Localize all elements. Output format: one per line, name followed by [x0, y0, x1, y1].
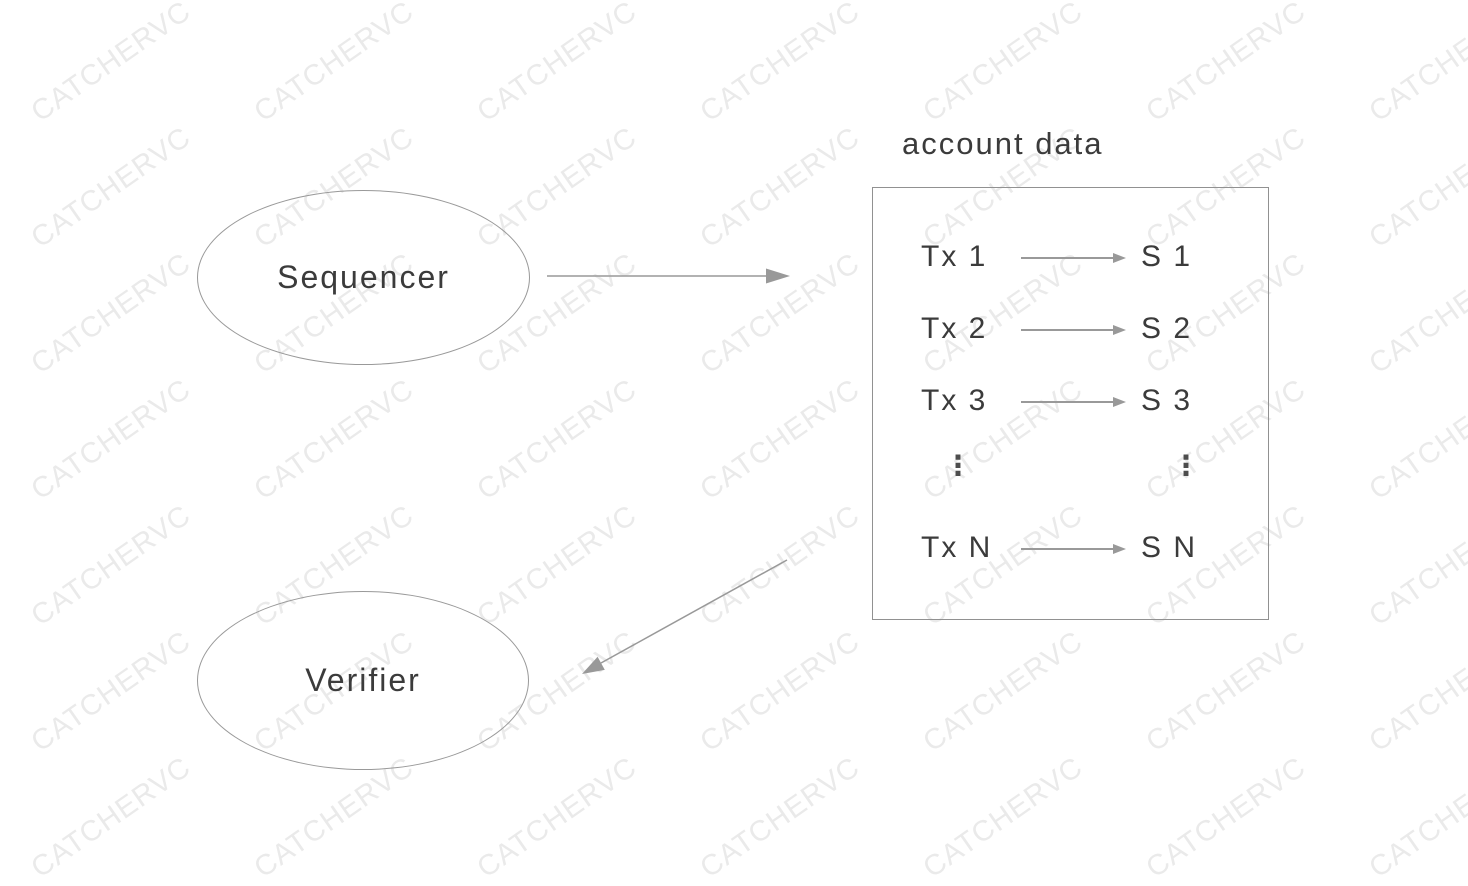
s-label: S N: [1141, 531, 1198, 564]
watermark-text: CATCHERVC: [1363, 499, 1468, 633]
watermark-text: CATCHERVC: [25, 625, 197, 759]
tx-label: Tx 2: [921, 312, 988, 345]
vertical-ellipsis: ⋮: [1172, 449, 1200, 482]
watermark-text: CATCHERVC: [25, 121, 197, 255]
watermark-text: CATCHERVC: [25, 499, 197, 633]
mapping-row: Tx 2 S 2: [921, 309, 1192, 349]
mapping-row: Tx N S N: [921, 528, 1197, 568]
watermark-text: CATCHERVC: [25, 247, 197, 381]
watermark-text: CATCHERVC: [1363, 0, 1468, 129]
mapping-row: Tx 1 S 1: [921, 237, 1192, 277]
watermark-text: CATCHERVC: [1140, 0, 1312, 129]
vertical-ellipsis: ⋮: [944, 449, 972, 482]
watermark-text: CATCHERVC: [694, 751, 866, 885]
sequencer-to-accountdata-arrow: [547, 268, 790, 284]
watermark-text: CATCHERVC: [694, 499, 866, 633]
s-label: S 1: [1141, 240, 1193, 273]
watermark-text: CATCHERVC: [917, 0, 1089, 129]
watermark-text: CATCHERVC: [1363, 625, 1468, 759]
watermark-text: CATCHERVC: [1363, 247, 1468, 381]
watermark-text: CATCHERVC: [694, 0, 866, 129]
watermark-text: CATCHERVC: [248, 0, 420, 129]
s-label: S 2: [1141, 312, 1193, 345]
watermark-text: CATCHERVC: [917, 751, 1089, 885]
watermark-text: CATCHERVC: [1140, 751, 1312, 885]
watermark-text: CATCHERVC: [917, 625, 1089, 759]
tx-to-s-arrow: [1021, 253, 1126, 262]
tx-to-s-arrow: [1021, 397, 1126, 406]
sequencer-node: Sequencer: [197, 190, 530, 365]
watermark-text: CATCHERVC: [248, 751, 420, 885]
watermark-text: CATCHERVC: [471, 0, 643, 129]
mapping-row: Tx 3 S 3: [921, 381, 1192, 421]
watermark-text: CATCHERVC: [694, 121, 866, 255]
s-label: S 3: [1141, 384, 1193, 417]
watermark-text: CATCHERVC: [25, 0, 197, 129]
accountdata-to-verifier-arrow: [582, 559, 788, 674]
tx-label: Tx 3: [921, 384, 988, 417]
account-data-title: account data: [902, 126, 1104, 161]
watermark-text: CATCHERVC: [471, 373, 643, 507]
tx-to-s-arrow: [1021, 544, 1126, 553]
watermark-text: CATCHERVC: [694, 625, 866, 759]
verifier-node: Verifier: [197, 591, 529, 770]
watermark-text: CATCHERVC: [694, 373, 866, 507]
tx-to-s-arrow: [1021, 325, 1126, 334]
sequencer-label: Sequencer: [277, 259, 450, 295]
watermark-text: CATCHERVC: [471, 751, 643, 885]
watermark-text: CATCHERVC: [694, 247, 866, 381]
watermark-text: CATCHERVC: [25, 373, 197, 507]
watermark-text: CATCHERVC: [248, 373, 420, 507]
watermark-text: CATCHERVC: [25, 751, 197, 885]
watermark-text: CATCHERVC: [1363, 751, 1468, 885]
watermark-text: CATCHERVC: [471, 499, 643, 633]
account-data-box: Tx 1 S 1 Tx 2 S 2 Tx 3 S 3 ⋮ ⋮ Tx N S N: [872, 187, 1269, 620]
watermark-text: CATCHERVC: [1140, 625, 1312, 759]
tx-label: Tx 1: [921, 240, 988, 273]
watermark-text: CATCHERVC: [1363, 373, 1468, 507]
verifier-label: Verifier: [305, 662, 421, 698]
tx-label: Tx N: [921, 531, 993, 564]
watermark-text: CATCHERVC: [1363, 121, 1468, 255]
